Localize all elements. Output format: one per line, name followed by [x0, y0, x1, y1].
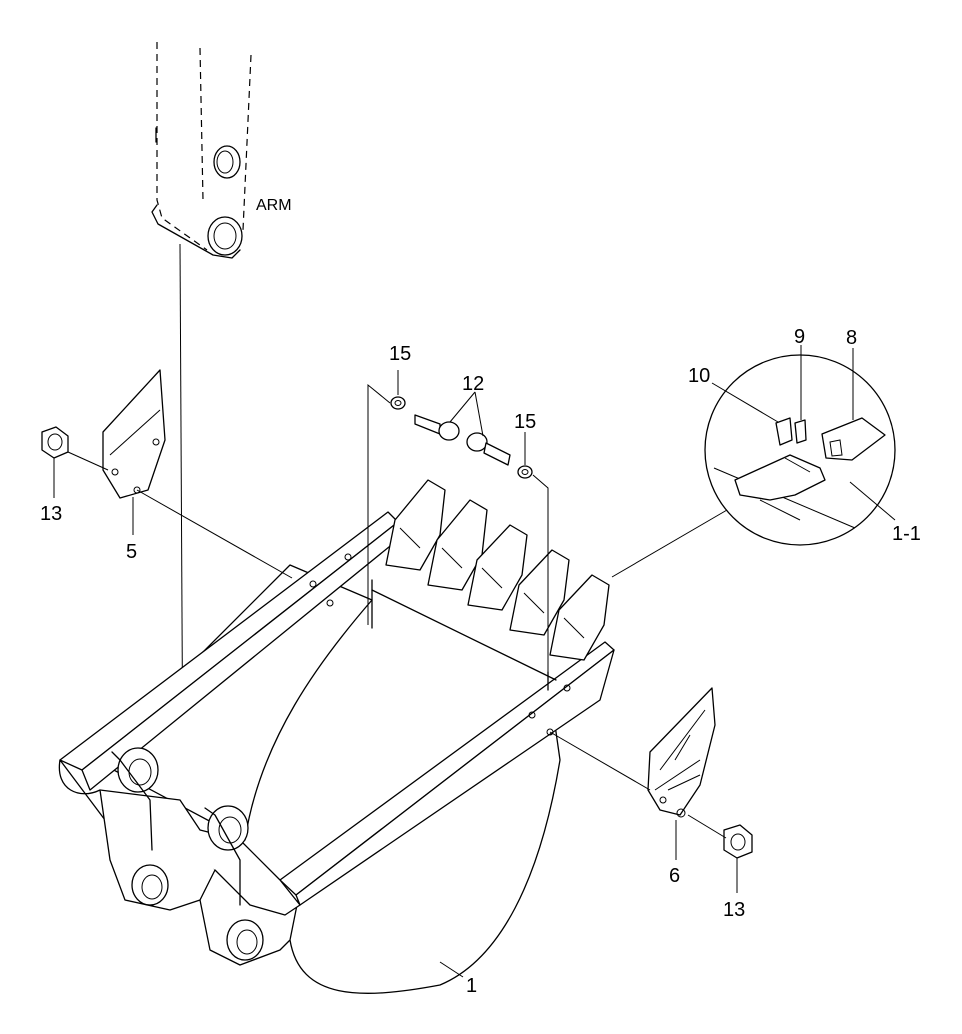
label-pin: 9 — [794, 326, 805, 348]
tooth-detail-callout — [704, 354, 896, 546]
side-cutter-right-part — [647, 687, 716, 818]
label-nut-right: 13 — [723, 899, 745, 921]
nut-left-part — [41, 426, 69, 459]
label-arm: ARM — [256, 197, 292, 214]
washer-right-part — [517, 465, 533, 479]
bucket-body — [58, 511, 615, 994]
washer-left-part — [390, 396, 406, 410]
bolt-part-a — [414, 414, 460, 441]
bucket-teeth — [385, 479, 610, 661]
bolt-part-b — [466, 432, 511, 466]
label-side-cutter-left: 5 — [126, 541, 137, 563]
label-tooth: 8 — [846, 327, 857, 349]
label-side-cutter-right: 6 — [669, 865, 680, 887]
side-cutter-left-part — [102, 369, 166, 499]
leader-lines — [53, 345, 896, 978]
arm-part — [151, 42, 252, 259]
label-bucket: 1 — [466, 975, 477, 997]
label-nut-left: 13 — [40, 503, 62, 525]
label-lock: 10 — [688, 365, 710, 387]
nut-right-part — [723, 824, 753, 859]
label-washer-right: 15 — [514, 411, 536, 433]
label-bolt: 12 — [462, 373, 484, 395]
label-tooth-assembly: 1-1 — [892, 523, 921, 545]
label-washer-left: 15 — [389, 343, 411, 365]
